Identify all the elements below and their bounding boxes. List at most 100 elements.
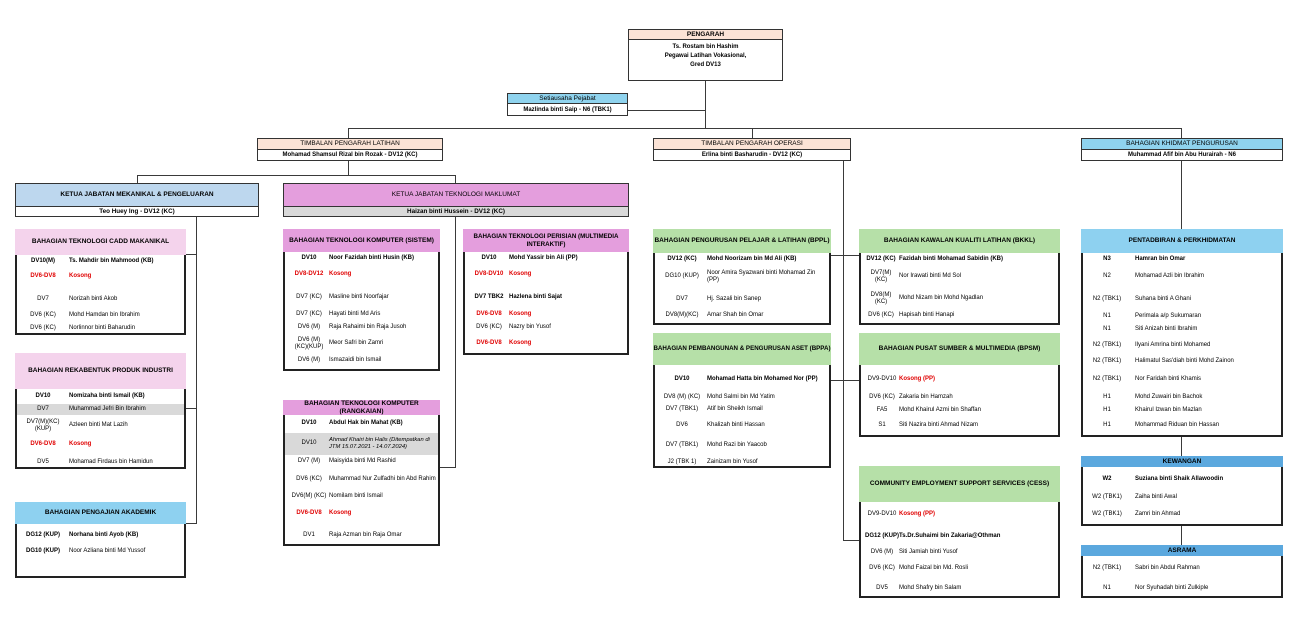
kj-tm-title: KETUA JABATAN TEKNOLOGI MAKLUMAT: [283, 183, 629, 207]
table-row: DG12 (KUP)Ts.Dr.Suhaimi bin Zakaria@Othm…: [861, 532, 1058, 542]
table-row: DV6 (KC)Nazry bin Yusof: [465, 323, 627, 333]
timbalan-operasi-title: TIMBALAN PENGARAH OPERASI: [653, 138, 851, 150]
table-row: DV6 (M) (KC)(KUP) Meor Safri bin Zamri: [285, 335, 438, 353]
setiausaha-name: Mazlinda binti Saip - N6 (TBK1): [523, 107, 612, 113]
unit-asrama-title: ASRAMA: [1081, 545, 1283, 556]
connector-line: [186, 523, 196, 524]
staff-name: Khalizah binti Hassan: [707, 422, 765, 429]
grade-label: N1: [1103, 326, 1111, 333]
connector-line: [628, 110, 705, 111]
staff-name: Kosong: [509, 271, 532, 278]
timbalan-latihan-box: TIMBALAN PENGARAH LATIHAN Mohamad Shamsu…: [257, 138, 443, 161]
grade-label: N2 (TBK1): [1092, 565, 1122, 572]
table-row: DV12 (KC)Mohd Noorizam bin Md Ali (KB): [655, 255, 829, 265]
grade-label: DV9-DV10: [867, 511, 897, 518]
staff-name: Kosong: [329, 271, 352, 278]
grade-label: N2: [1103, 273, 1111, 280]
grade-label: DV6 (M): [870, 549, 894, 556]
pengarah-grade: Gred DV13: [690, 62, 721, 68]
grade-label: DV8(M) (KC): [870, 291, 892, 305]
grade-label: DV6-DV8: [30, 273, 56, 280]
table-row: DV7 (TBK1)Atif bin Sheikh Ismail: [655, 405, 829, 415]
table-row: N2 (TBK1)Sabri bin Abdul Rahman: [1083, 564, 1281, 574]
staff-name: Mohamad Firdaus bin Hamidun: [69, 459, 153, 466]
grade-label: DV7 TBK2: [474, 294, 504, 301]
grade-label: DV6(M) (KC): [291, 493, 327, 500]
table-row: N2 (TBK1)Ilyani Amrina binti Mohamed: [1083, 341, 1281, 351]
unit-bpsm: BAHAGIAN PUSAT SUMBER & MULTIMEDIA (BPSM…: [859, 333, 1060, 437]
staff-name: Fazidah binti Mohamad Sabidin (KB): [899, 256, 1003, 263]
grade-label: DV7: [676, 296, 688, 303]
grade-label: DV9-DV10: [867, 376, 897, 383]
khidmat-title: BAHAGIAN KHIDMAT PENGURUSAN: [1081, 138, 1283, 150]
grade-label: DV1: [303, 532, 315, 539]
grade-label: DV7 (M): [297, 458, 321, 465]
staff-name: Mohd Shafry bin Salam: [899, 585, 962, 592]
table-row: DG12 (KUP)Norhana binti Ayob (KB): [17, 531, 184, 541]
grade-label: H1: [1103, 422, 1111, 429]
grade-label: W2: [1102, 476, 1112, 483]
connector-line: [1181, 160, 1182, 230]
staff-name: Mohamad Hatta bin Mohamed Nor (PP): [707, 376, 818, 383]
connector-line: [186, 408, 196, 409]
connector-line: [455, 216, 456, 468]
grade-label: DV6 (KC): [868, 312, 894, 319]
staff-name: Masline binti Noorfajar: [329, 294, 389, 301]
grade-label: N2 (TBK1): [1092, 358, 1122, 365]
table-row: DG10 (KUP)Noor Azliana binti Md Yussof: [17, 547, 184, 557]
staff-name: Nor Faridah binti Khamis: [1135, 376, 1202, 383]
grade-label: H1: [1103, 394, 1111, 401]
grade-label: DV7(M) (KC): [870, 269, 892, 283]
staff-name: Mohd Nizam bin Mohd Ngadlan: [899, 295, 984, 302]
table-row: DV6 (M)Raja Rahaimi bin Raja Jusoh: [285, 323, 438, 333]
staff-name: Kosong (PP): [899, 376, 935, 383]
grade-label: FA5: [876, 407, 888, 414]
staff-name: Mohd Hamdan bin Ibrahim: [69, 312, 140, 319]
table-row: DV7 Norizah binti Akob: [17, 295, 184, 305]
grade-label: H1: [1103, 407, 1111, 414]
unit-rekabentuk: BAHAGIAN REKABENTUK PRODUK INDUSTRI DV10…: [15, 353, 186, 469]
staff-name: Meor Safri bin Zamri: [329, 340, 384, 347]
grade-label: DV7: [37, 296, 49, 303]
connector-line: [348, 128, 1181, 129]
table-row: DV6 (M)Ismazaidi bin Ismail: [285, 356, 438, 366]
connector-line: [348, 160, 349, 175]
grade-label: DV6-DV8: [30, 441, 56, 448]
connector-line: [831, 380, 859, 381]
connector-line: [1181, 525, 1182, 545]
connector-line: [752, 128, 753, 138]
kj-mekanikal-title: KETUA JABATAN MEKANIKAL & PENGELUARAN: [15, 183, 259, 207]
grade-label: DV5: [37, 459, 49, 466]
staff-name: Ismazaidi bin Ismail: [329, 357, 382, 364]
grade-label: DG10 (KUP): [665, 273, 699, 280]
grade-label: DV10: [481, 255, 497, 262]
grade-label: J2 (TBK 1): [667, 459, 697, 466]
grade-label: DV6 (M) (KC)(KUP): [294, 336, 324, 350]
staff-name: Mohd Faizal bin Md. Rosli: [899, 565, 969, 572]
staff-name: Zaiha binti Awal: [1135, 494, 1177, 501]
khidmat-name: Muhammad Afif bin Abu Hurairah - N6: [1128, 152, 1236, 158]
grade-label: DV6 (M): [297, 324, 321, 331]
grade-label: DG10 (KUP): [25, 548, 60, 555]
staff-name: Norizah binti Akob: [69, 296, 118, 303]
table-row: DV7 (TBK1)Mohd Razi bin Yaacob: [655, 441, 829, 451]
connector-line: [455, 175, 456, 183]
table-row: N2 (TBK1)Halimatul Sas'diah binti Mohd Z…: [1083, 357, 1281, 367]
connector-line: [186, 254, 196, 255]
table-row: N2 (TBK1)Nor Faridah binti Khamis: [1083, 375, 1281, 385]
timbalan-operasi-name: Erlina binti Basharudin - DV12 (KC): [701, 152, 803, 158]
